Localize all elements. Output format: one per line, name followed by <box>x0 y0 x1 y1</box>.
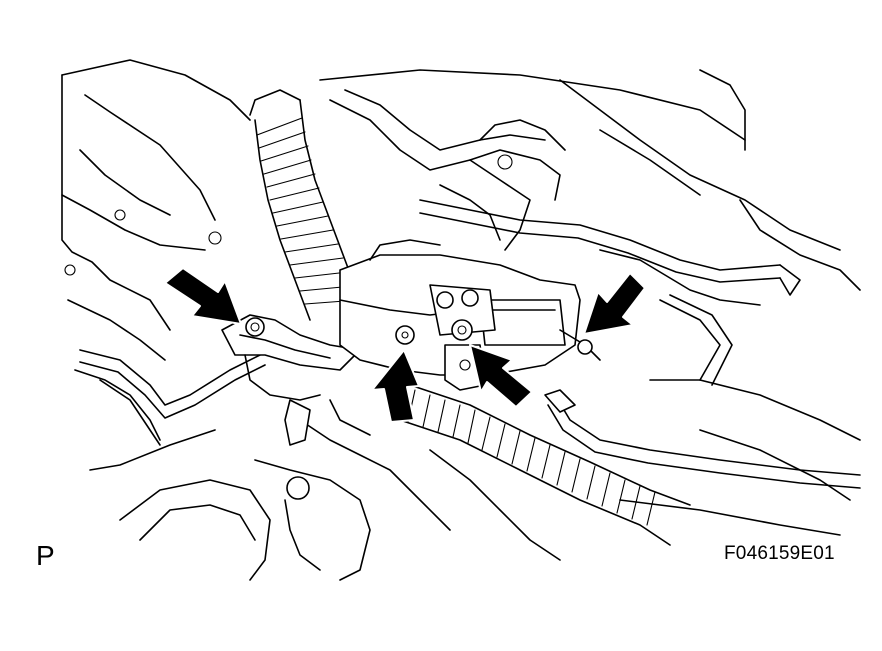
upper-pipes <box>329 89 801 386</box>
wire-harness-left <box>249 89 361 321</box>
actuator-assembly <box>339 239 601 391</box>
callout-arrow-right <box>583 272 646 335</box>
body-panels <box>61 59 861 536</box>
right-brake-pipe <box>544 389 861 489</box>
left-brake-pipe <box>79 349 266 446</box>
callout-arrows <box>164 267 646 423</box>
callout-arrow-left <box>164 267 242 325</box>
lower-components <box>119 399 561 581</box>
callout-arrow-center <box>371 349 420 423</box>
callout-arrow-center-right <box>469 344 533 408</box>
figure-code: F046159E01 <box>724 543 835 564</box>
wire-harness-lower <box>399 384 691 546</box>
view-letter: P <box>36 540 55 571</box>
